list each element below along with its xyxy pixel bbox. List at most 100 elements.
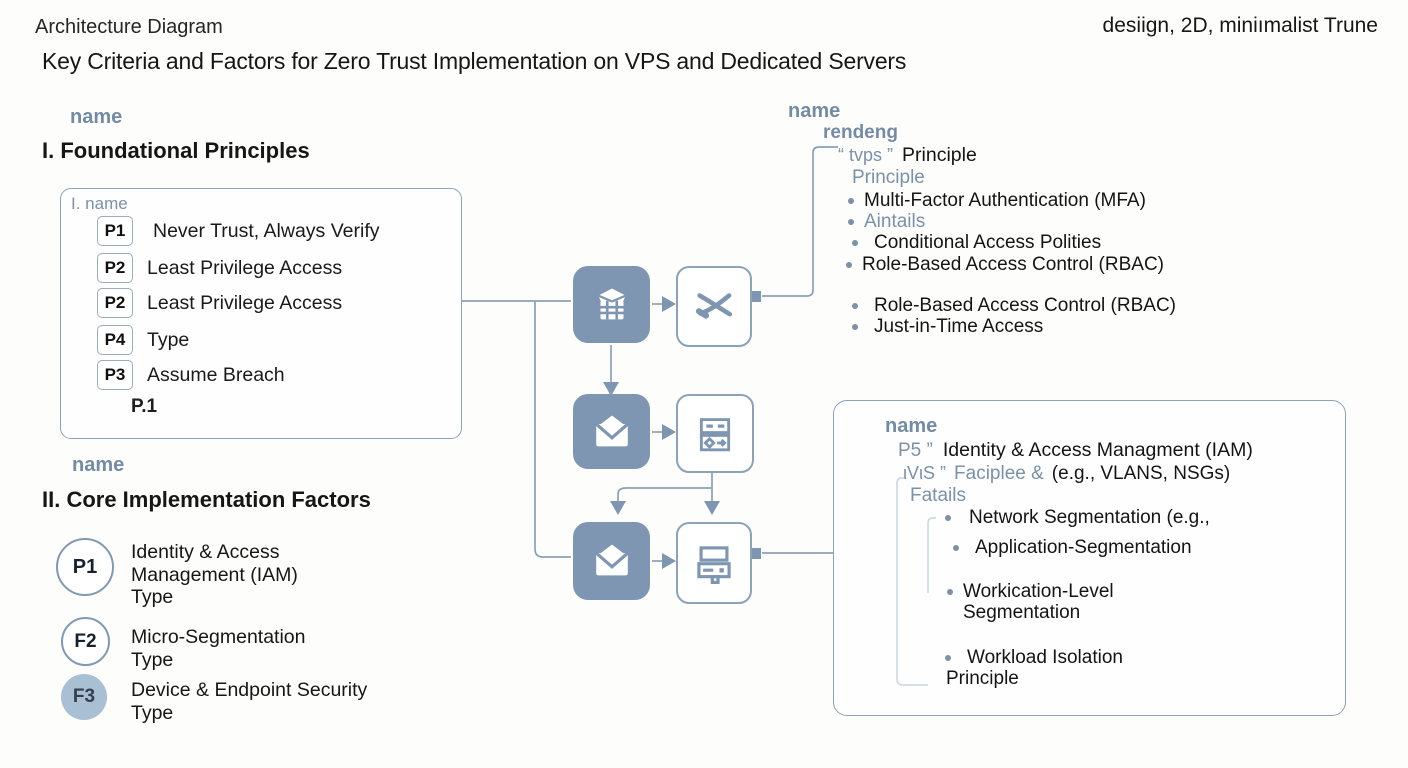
- foundational-footnote: P.1: [131, 396, 158, 417]
- detail-bullet-line: Workication-Level: [963, 581, 1114, 602]
- flow-node-3: [573, 394, 650, 469]
- principle-row: P2 Least Privilege Access: [97, 288, 342, 318]
- line-branch-to-flow3: [534, 301, 571, 558]
- bullet-icon: [945, 655, 951, 661]
- bullet-icon: [953, 545, 959, 551]
- list-subtitle: Principle: [852, 167, 925, 188]
- principle-badge: P4: [97, 325, 133, 355]
- factor-badge-f3: F3: [61, 674, 107, 720]
- factor-line: Type: [131, 701, 174, 724]
- mail-icon: [594, 414, 629, 446]
- principle-row: P2 Least Privilege Access: [97, 253, 342, 283]
- list-item-text: Just-in-Time Access: [874, 316, 1044, 337]
- foundational-box-tag: I. name: [71, 194, 128, 213]
- list-item: Just-in-Time Access: [852, 316, 1043, 337]
- arrowhead-down-2: [610, 501, 626, 515]
- detail-row1-text: Identity & Access Managment (IAM): [942, 439, 1253, 461]
- flow-node-2: [676, 266, 752, 347]
- arrowhead-2: [662, 424, 676, 440]
- factor-line: Device & Endpoint Security: [131, 679, 368, 701]
- list-item: Aintails: [848, 211, 925, 232]
- factor-line: Type: [131, 648, 174, 671]
- detail-bullet-text: Workload Isolation: [967, 647, 1123, 668]
- section1-heading: I. Foundational Principles: [42, 138, 310, 163]
- mail-icon: [594, 544, 629, 576]
- detail-bullet: Workload Isolation: [945, 647, 1123, 668]
- detail-row1-prefix: P5 ”: [898, 440, 933, 461]
- quote-title: Principle: [902, 144, 977, 166]
- detail-row2-prefix: ιVιS ”: [903, 463, 947, 483]
- principle-label: Least Privilege Access: [147, 256, 343, 279]
- bullet-icon: [852, 240, 858, 246]
- list-subtag: rendeng: [823, 122, 898, 143]
- detail-bullet-text: Workication-Level Segmentation: [963, 581, 1114, 623]
- line-flow1-to-list: [762, 146, 838, 297]
- list-item-text: Role-Based Access Control (RBAC): [862, 254, 1164, 275]
- factor-line: Type: [131, 586, 174, 608]
- line-flow2-down-left: [617, 487, 712, 501]
- foundational-box: I. name P1 Never Trust, Always Verify P2…: [60, 188, 462, 439]
- list-item-text: Conditional Access Polities: [874, 232, 1102, 253]
- style-note: desiign, 2D, miniımalist Trune: [1102, 14, 1378, 37]
- detail-bullet: Network Segmentation (e.g.,: [945, 507, 1210, 528]
- principle-badge: P2: [97, 253, 133, 283]
- arrowhead-1: [662, 296, 676, 312]
- principle-row: P4 Type: [97, 325, 189, 355]
- principle-row: P3 Assume Breach: [97, 360, 285, 390]
- factor-label-p1: Identity & Access Management (IAM) Type: [131, 541, 298, 609]
- factor-badge-f2: F2: [61, 617, 110, 666]
- detail-row2-label: Faciplee &: [954, 463, 1044, 484]
- page-title: Key Criteria and Factors for Zero Trust …: [42, 48, 907, 74]
- detail-row-2: ιVιS ” Faciplee & (e.g., VLANS, NSGs): [903, 463, 1230, 485]
- bullet-icon: [846, 262, 852, 268]
- list-tag: name: [788, 100, 841, 122]
- list-item: Conditional Access Polities: [852, 232, 1101, 253]
- detail-footer: Principle: [946, 668, 1019, 689]
- bullet-icon: [852, 324, 858, 330]
- detail-bullet: Workication-Level Segmentation: [947, 581, 1114, 623]
- quote-label: “ tvps ”: [838, 145, 894, 165]
- principle-row: P1 Never Trust, Always Verify: [97, 216, 380, 246]
- list-item: Role-Based Access Control (RBAC): [846, 254, 1164, 275]
- detail-bullet-line: Segmentation: [963, 602, 1081, 623]
- doc-label: Architecture Diagram: [35, 16, 223, 38]
- bullet-icon: [848, 198, 854, 204]
- list-item: Role-Based Access Control (RBAC): [852, 295, 1176, 316]
- principle-badge: P3: [97, 360, 133, 390]
- arrowhead-3: [662, 553, 676, 569]
- list-item-text: Multi-Factor Authentication (MFA): [864, 190, 1146, 211]
- list-quote-line: “ tvps ” Principle: [838, 144, 977, 167]
- list-item-text: Aintails: [864, 211, 926, 232]
- form-icon: [699, 417, 731, 451]
- factor-badge-p1: P1: [56, 538, 114, 596]
- factor-label-f2: Micro-Segmentation Type: [131, 626, 306, 671]
- principle-badge: P1: [97, 216, 133, 246]
- package-icon: [597, 287, 626, 319]
- bullet-icon: [945, 515, 951, 521]
- detail-row-3: Fatails: [910, 485, 966, 506]
- section2-tag: name: [72, 454, 125, 476]
- flow-node-5: [573, 522, 650, 600]
- detail-bullet-text: Application-Segmentation: [975, 537, 1192, 558]
- flow-node-4: [676, 394, 754, 473]
- principle-label: Never Trust, Always Verify: [153, 219, 380, 242]
- detail-bullet: Application-Segmentation: [953, 537, 1192, 558]
- flow-node-6: [676, 522, 752, 604]
- principle-label: Assume Breach: [147, 363, 285, 386]
- bullet-icon: [852, 303, 858, 309]
- detail-tag: name: [885, 415, 938, 437]
- arrowhead-down-3: [704, 501, 720, 515]
- flow-node-1: [573, 266, 650, 343]
- bullet-icon: [848, 219, 854, 225]
- section1-tag: name: [70, 106, 123, 128]
- list-item: Multi-Factor Authentication (MFA): [848, 190, 1146, 211]
- principle-badge: P2: [97, 288, 133, 318]
- detail-box: [833, 400, 1346, 716]
- list-item-text: Role-Based Access Control (RBAC): [874, 295, 1176, 316]
- detail-row2-text: (e.g., VLANS, NSGs): [1051, 463, 1231, 484]
- principle-label: Type: [147, 328, 190, 351]
- detail-bullet-text: Network Segmentation (e.g.,: [969, 507, 1210, 528]
- factor-line: Micro-Segmentation: [131, 626, 306, 648]
- factor-line: Identity & Access: [131, 541, 280, 563]
- network-cross-icon: [695, 292, 733, 319]
